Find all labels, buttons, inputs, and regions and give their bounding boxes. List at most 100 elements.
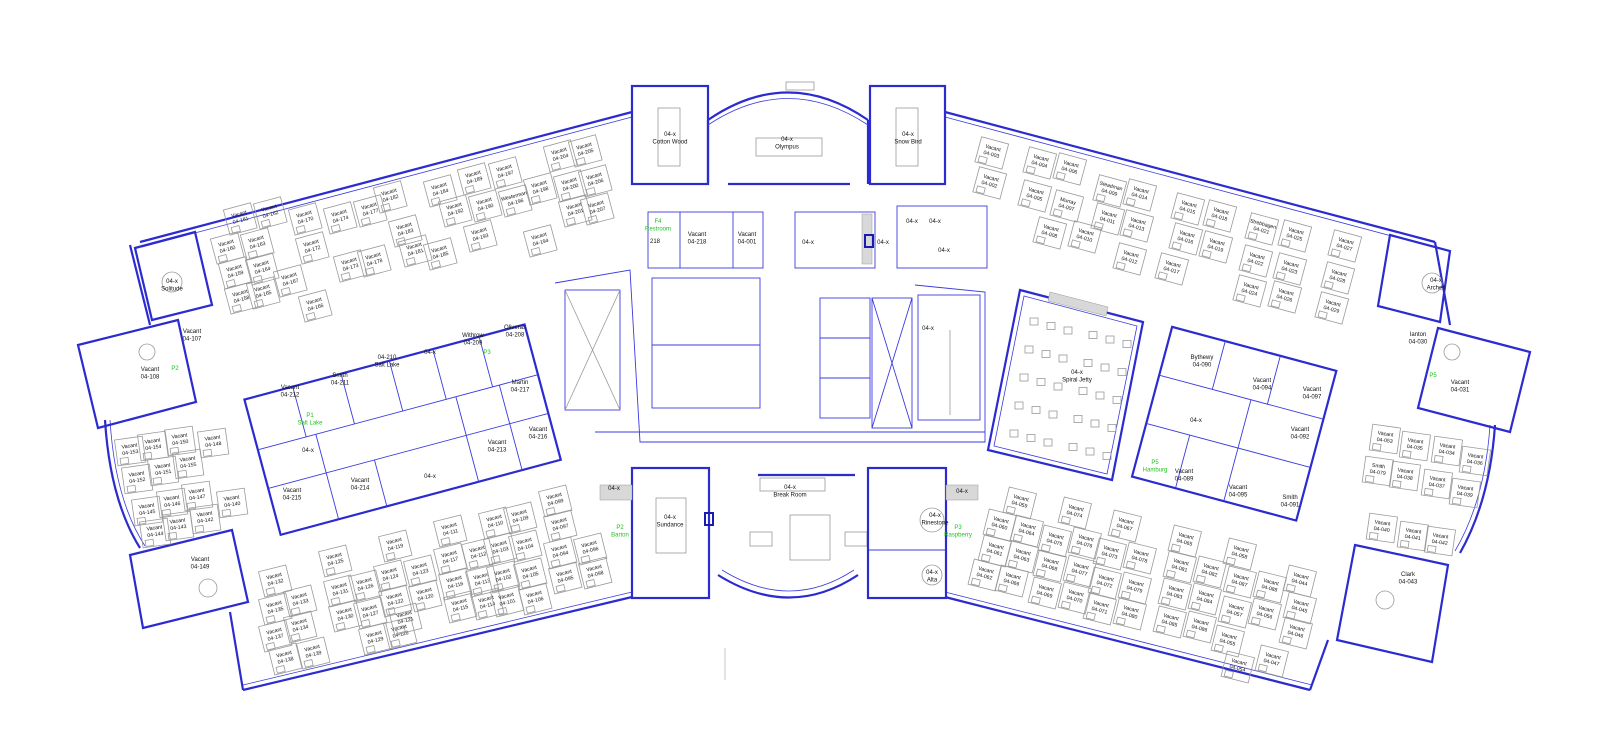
office-04-108[interactable]	[76, 318, 198, 430]
room-solitude[interactable]	[133, 230, 214, 322]
office-04-043[interactable]	[1335, 543, 1450, 664]
office-04-031[interactable]	[1416, 326, 1532, 434]
break-room[interactable]	[717, 473, 868, 599]
conference-room-rinestone[interactable]	[866, 466, 979, 600]
office-04-149[interactable]	[128, 528, 250, 630]
conference-room-sundance[interactable]	[599, 466, 714, 600]
training-room-spiral-jetty[interactable]	[986, 288, 1145, 482]
